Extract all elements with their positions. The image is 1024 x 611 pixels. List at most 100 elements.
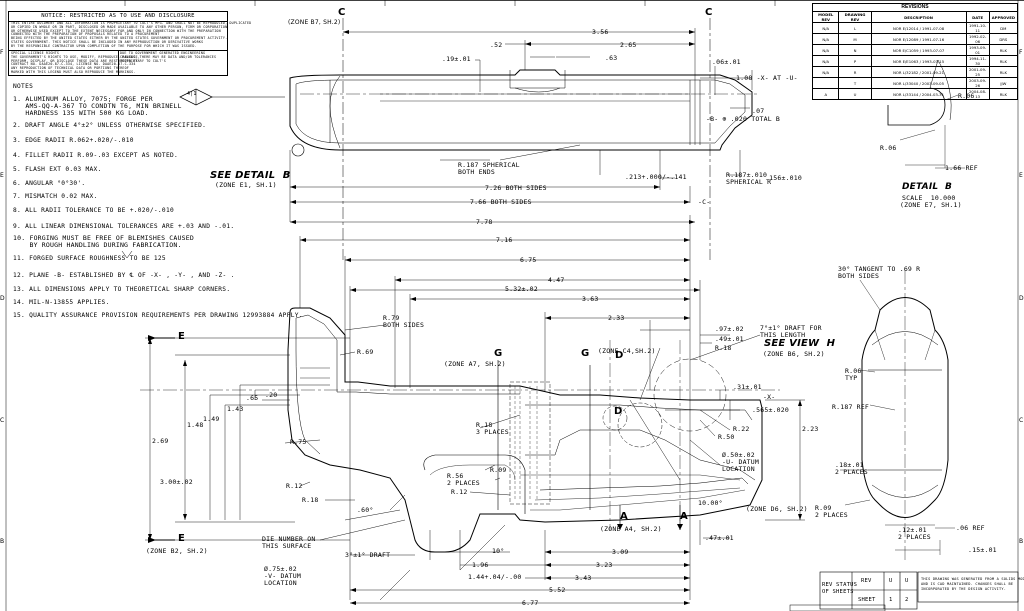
dim-0-07: .07 bbox=[752, 107, 765, 115]
note-9: 9. ALL LINEAR DIMENSIONAL TOLERANCES ARE… bbox=[13, 223, 235, 230]
rev-header: DRAWING REV bbox=[838, 11, 872, 23]
end-0-15: .15±.01 bbox=[968, 546, 997, 554]
revision-cell: N bbox=[838, 44, 872, 56]
section-mark-c-right: C bbox=[705, 7, 713, 18]
dim-r12-a: R.12 bbox=[451, 488, 468, 496]
rev-header: APPROVED bbox=[988, 11, 1019, 23]
dim-10-deg: 10.00° bbox=[698, 499, 723, 507]
section-d-top: D bbox=[615, 350, 624, 361]
dim-6-75: 6.75 bbox=[520, 256, 537, 264]
dim-1-48: 1.48 bbox=[187, 421, 204, 429]
notice-body: THIS ENTIRE DOCUMENT AND ALL INFORMATION… bbox=[11, 21, 252, 48]
zone-letter-left-c: C bbox=[0, 417, 5, 424]
sheet-value-1: 1 bbox=[889, 597, 893, 603]
revision-cell: P bbox=[838, 55, 872, 67]
revision-cell: NOR L/33040 / 2003-09-05 bbox=[870, 77, 967, 89]
arrowheads bbox=[148, 30, 802, 605]
dim-r69: R.69 bbox=[357, 348, 374, 356]
rev-header: DESCRIPTION bbox=[870, 11, 967, 23]
revision-cell: N/A bbox=[811, 33, 840, 45]
note-14: 14. MIL-N-13855 APPLIES. bbox=[13, 299, 110, 306]
note-1: 1. ALUMINUM ALLOY, 7075; FORGE PER AMS-Q… bbox=[13, 95, 182, 117]
revision-cell: N/A bbox=[811, 66, 840, 78]
die-number-note: DIE NUMBER ON THIS SURFACE bbox=[262, 535, 316, 550]
dim-r56: R.56 2 PLACES bbox=[447, 472, 480, 487]
dim-4-47: 4.47 bbox=[548, 276, 565, 284]
note-10: 10. FORGING MUST BE FREE OF BLEMISHES CA… bbox=[13, 234, 194, 249]
end-0-06-ref: .06 REF bbox=[956, 524, 985, 532]
revision-cell: 1992-02-06 bbox=[965, 33, 990, 45]
end-0-18: .18±.01 2 PLACES bbox=[835, 461, 868, 476]
dim-draft-3deg: 3°±1° DRAFT bbox=[345, 551, 391, 559]
detail-b-r06-top: R.06 bbox=[958, 92, 975, 100]
dim-5-52: 5.52 bbox=[549, 586, 566, 594]
zone-letter-right-f: F bbox=[1019, 49, 1023, 56]
end-0-12: .12±.01 2 PLACES bbox=[898, 526, 931, 541]
note-5: 5. FLASH EXT 0.03 MAX. bbox=[13, 166, 102, 173]
notice-title: NOTICE: RESTRICTED AS TO USE AND DISCLOS… bbox=[41, 13, 195, 19]
section-g-left: G bbox=[494, 348, 503, 359]
dim-0-52: .52 bbox=[490, 41, 503, 49]
dim-0-06: .06±.01 bbox=[712, 58, 741, 66]
revision-cell: DM bbox=[988, 22, 1019, 34]
dim-60-deg: .60° bbox=[357, 506, 374, 514]
dim-dia-075: Ø.75±.02 -V- DATUM LOCATION bbox=[264, 565, 302, 587]
note-4: 4. FILLET RADII R.09-.03 EXCEPT AS NOTED… bbox=[13, 152, 179, 159]
revision-cell: DRS bbox=[988, 33, 1019, 45]
dim-2-65: 2.65 bbox=[620, 41, 637, 49]
revision-cell bbox=[811, 77, 840, 89]
rev-value-2: U bbox=[905, 578, 909, 584]
section-e-top: E bbox=[178, 331, 186, 342]
revision-cell: A bbox=[811, 88, 840, 100]
dim-10-deg-low: 10° bbox=[492, 547, 505, 555]
note-2: 2. DRAFT ANGLE 4°±2° UNLESS OTHERWISE SP… bbox=[13, 122, 207, 129]
detail-b-scale: SCALE 10.000 bbox=[902, 194, 956, 202]
revisions-title: REVISIONS bbox=[812, 3, 1018, 11]
dim-5-32: 5.32±.02 bbox=[505, 285, 538, 293]
zone-a4: (ZONE A4, SH.2) bbox=[600, 525, 662, 533]
dim-7-16: 7.16 bbox=[496, 236, 513, 244]
section-g-right: G bbox=[581, 348, 590, 359]
dim-dia-050: Ø.50±.02 -U- DATUM LOCATION bbox=[722, 451, 760, 473]
revision-cell: 1994-11-30 bbox=[965, 55, 990, 67]
dim-1-44: 1.44+.04/-.00 bbox=[468, 573, 522, 581]
datum-c: -C- bbox=[698, 198, 711, 206]
revision-cell: JJW bbox=[988, 77, 1019, 89]
note-15: 15. QUALITY ASSURANCE PROVISION REQUIREM… bbox=[13, 312, 303, 319]
cad-note: THIS DRAWING WAS GENERATED FROM A SOLIDS… bbox=[921, 577, 1024, 591]
dim-0-156: .156±.010 bbox=[765, 174, 803, 182]
dim-7-26: 7.26 BOTH SIDES bbox=[485, 184, 547, 192]
dim-3-00: 3.00±.02 bbox=[160, 478, 193, 486]
sheet-value-2: 2 bbox=[905, 597, 909, 603]
revision-cell: L bbox=[838, 22, 872, 34]
dim-2-33: 2.33 bbox=[608, 314, 625, 322]
draft-7deg-note: 7°±1° DRAFT FOR THIS LENGTH bbox=[760, 324, 822, 339]
revision-cell: 1993-09-01 bbox=[965, 44, 990, 56]
dim-r18-top: R.18 bbox=[715, 344, 732, 352]
dim-2-23: 2.23 bbox=[802, 425, 819, 433]
dim-r12-b: R.12 bbox=[286, 482, 303, 490]
view-h-zone: (ZONE B6, SH.2) bbox=[763, 350, 825, 358]
dim-1-08: 1.08 -X- AT -U- bbox=[736, 74, 798, 82]
zone-a7: (ZONE A7, SH.2) bbox=[444, 360, 506, 368]
rev-value-1: U bbox=[889, 578, 893, 584]
dim-1-96: 1.96 bbox=[472, 561, 489, 569]
revision-cell: NOR E/E1063 / 1993-07-15 bbox=[870, 55, 967, 67]
see-detail-b: SEE DETAIL B bbox=[210, 170, 291, 181]
dim-3-56: 3.56 bbox=[592, 28, 609, 36]
dim-0-565: .565±.020 bbox=[752, 406, 790, 414]
revision-cell: R bbox=[838, 66, 872, 78]
see-view-h: SEE VIEW H bbox=[764, 338, 836, 349]
revision-cell: N/A bbox=[811, 44, 840, 56]
note-flag: 4|1 bbox=[187, 91, 197, 97]
dim-7-66: 7.66 BOTH SIDES bbox=[470, 198, 532, 206]
dim-3-63: 3.63 bbox=[582, 295, 599, 303]
end-r187-ref: R.187 REF bbox=[832, 403, 870, 411]
revision-cell: 2004-08-13 bbox=[965, 88, 990, 100]
